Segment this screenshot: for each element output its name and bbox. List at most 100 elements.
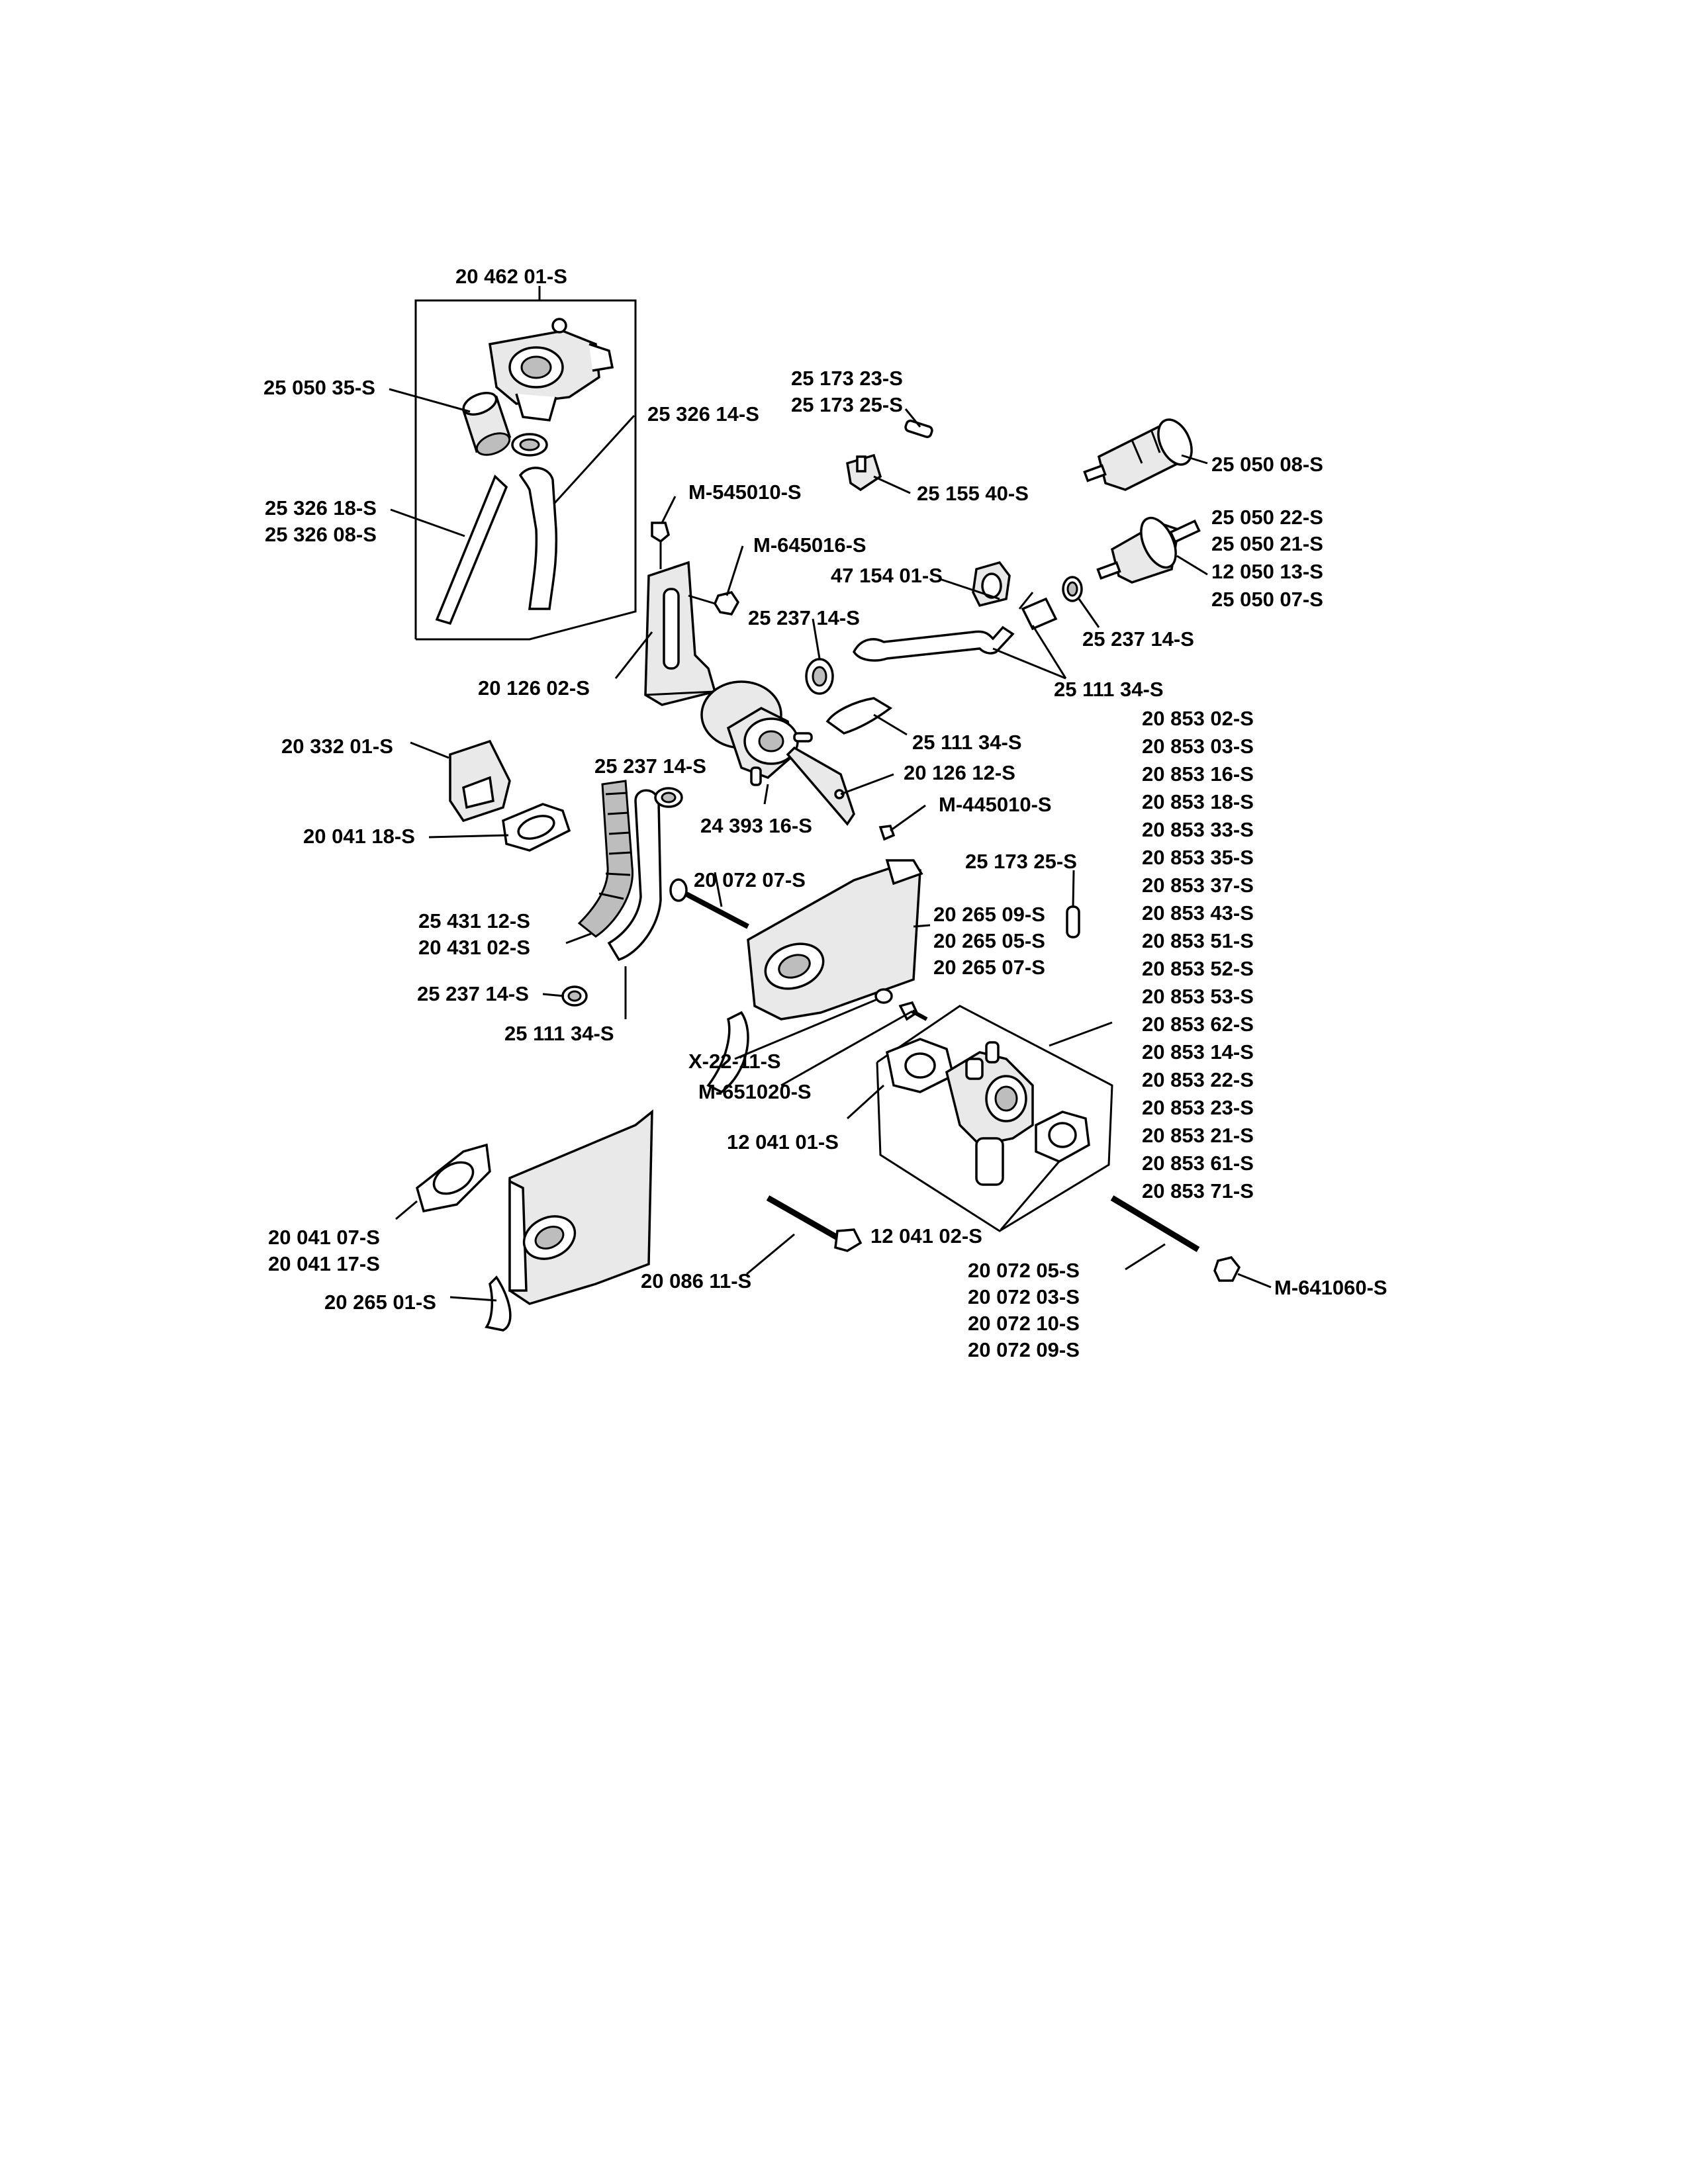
- label-breather-hose-b: 20 431 02-S: [418, 936, 530, 959]
- label-fuel-filter-alt-d: 25 050 07-S: [1211, 588, 1323, 611]
- label-fuel-pump: 24 393 16-S: [700, 814, 812, 837]
- fuel-valve-kit-frame: [414, 299, 637, 641]
- label-breather-hose-a: 25 431 12-S: [418, 909, 530, 933]
- screw-part: [651, 522, 670, 569]
- carb-list-item: 20 853 22-S: [1142, 1068, 1254, 1091]
- carb-list-item: 20 853 37-S: [1142, 874, 1254, 897]
- carb-list-item: 20 853 71-S: [1142, 1179, 1254, 1203]
- small-screw-part: [878, 825, 896, 841]
- label-hose-clip: 25 155 40-S: [917, 482, 1029, 505]
- label-nut: M-645016-S: [753, 533, 867, 557]
- carb-list-item: 20 853 02-S: [1142, 707, 1254, 730]
- label-hex-nut: M-641060-S: [1274, 1276, 1387, 1299]
- fuel-valve-part: [489, 318, 614, 422]
- label-tube-clamp: 47 154 01-S: [831, 564, 943, 587]
- long-bolt-part: [669, 878, 749, 929]
- label-fuel-filter-alt-a: 25 050 22-S: [1211, 506, 1323, 529]
- pump-bracket-part: [786, 746, 855, 826]
- stud-part: [1110, 1195, 1200, 1252]
- label-spring-pin-a: 25 173 23-S: [791, 367, 903, 390]
- gasket-carb-front-part: [885, 1038, 955, 1093]
- hose-segment-part: [1021, 597, 1058, 631]
- breather-hose-part: [577, 780, 634, 938]
- carb-list-item: 20 853 03-S: [1142, 735, 1254, 758]
- label-screw: M-545010-S: [688, 480, 802, 504]
- gasket-carb-rear-part: [1035, 1111, 1090, 1163]
- gasket-large-part: [415, 1143, 491, 1213]
- label-gasket-large-a: 20 041 07-S: [268, 1226, 380, 1249]
- label-gasket-large-b: 20 041 17-S: [268, 1252, 380, 1275]
- carb-list-item: 20 853 62-S: [1142, 1013, 1254, 1036]
- carburetor-part: [945, 1041, 1034, 1186]
- label-intake-adapter-a: 20 265 09-S: [933, 903, 1045, 926]
- label-fuel-line-short: 25 111 34-S: [912, 731, 1022, 754]
- carburetor-part-list: 20 853 02-S 20 853 03-S 20 853 16-S 20 8…: [1142, 707, 1254, 1203]
- spring-pin-part: [904, 420, 933, 438]
- fuel-line-short-part: [825, 697, 893, 735]
- carb-list-item: 20 853 21-S: [1142, 1124, 1254, 1147]
- label-intake-adapter-b: 20 265 05-S: [933, 929, 1045, 952]
- pump-clamp-part: [805, 658, 834, 695]
- fuel-screen-part: [461, 392, 512, 456]
- label-stud-b: 20 072 03-S: [968, 1285, 1080, 1308]
- carburetor-kit-frame: [876, 1005, 1113, 1232]
- label-fuel-line-straight-a: 25 326 18-S: [265, 496, 377, 520]
- carb-list-item: 20 853 35-S: [1142, 846, 1254, 869]
- label-fuel-screen: 25 050 35-S: [263, 376, 375, 399]
- heat-shield-part: [449, 739, 511, 823]
- label-small-screw: M-445010-S: [939, 793, 1052, 816]
- intake-adapter-part: [706, 859, 923, 1094]
- carb-list-item: 20 853 51-S: [1142, 929, 1254, 952]
- label-stud-c: 20 072 10-S: [968, 1312, 1080, 1335]
- carb-list-item: 20 853 23-S: [1142, 1096, 1254, 1119]
- hex-nut-part: [1213, 1256, 1241, 1282]
- label-clamp-3: 25 237 14-S: [594, 754, 706, 778]
- carb-list-item: 20 853 52-S: [1142, 957, 1254, 980]
- carb-list-item: 20 853 18-S: [1142, 790, 1254, 813]
- label-fuel-filter: 25 050 08-S: [1211, 453, 1323, 476]
- label-fuel-line-straight-b: 25 326 08-S: [265, 523, 377, 546]
- carb-list-item: 20 853 53-S: [1142, 985, 1254, 1008]
- fuel-line-curved-part: [518, 467, 558, 610]
- label-stud-d: 20 072 09-S: [968, 1338, 1080, 1361]
- tube-clamp-part: [972, 561, 1011, 608]
- hose-clamp-part: [1062, 576, 1083, 602]
- fuel-line-long-part: [852, 625, 1015, 662]
- fuel-filter-part: [1083, 418, 1193, 491]
- carb-list-item: 20 853 61-S: [1142, 1152, 1254, 1175]
- label-bracket: 20 126 02-S: [478, 676, 590, 700]
- label-fuel-filter-alt-c: 12 050 13-S: [1211, 560, 1323, 583]
- leader-lines: [389, 286, 1272, 1302]
- fuel-pump-part: [700, 680, 813, 786]
- label-gasket-carb-rear: 12 041 02-S: [870, 1224, 982, 1248]
- label-fuel-filter-alt-b: 25 050 21-S: [1211, 532, 1323, 555]
- label-fuel-line-mid: 25 111 34-S: [504, 1022, 614, 1045]
- carb-list-item: 20 853 16-S: [1142, 762, 1254, 786]
- label-fuel-line-curved: 25 326 14-S: [647, 402, 759, 426]
- carb-list-item: 20 853 14-S: [1142, 1040, 1254, 1064]
- bracket-part: [644, 561, 717, 706]
- carb-list-item: 20 853 43-S: [1142, 901, 1254, 925]
- label-washer: X-22-11-S: [688, 1050, 781, 1073]
- washer-part: [874, 988, 893, 1004]
- label-gasket-carb-front: 12 041 01-S: [727, 1130, 839, 1154]
- mid-clamp-part: [654, 787, 683, 808]
- label-long-bolt: 20 072 07-S: [694, 868, 806, 891]
- long-screw-part: [766, 1195, 863, 1252]
- nut-part: [688, 591, 740, 615]
- fuel-line-straight-part: [435, 474, 508, 625]
- label-fuel-valve-kit: 20 462 01-S: [455, 265, 567, 288]
- intake-adapter-alt-part: [485, 1109, 653, 1332]
- label-bolt: M-651020-S: [698, 1080, 812, 1103]
- carb-list-item: 20 853 33-S: [1142, 818, 1254, 841]
- label-stud-a: 20 072 05-S: [968, 1259, 1080, 1282]
- label-clamp-4: 25 237 14-S: [417, 982, 529, 1005]
- label-intake-adapter-c: 20 265 07-S: [933, 956, 1045, 979]
- label-pump-bracket: 20 126 12-S: [904, 761, 1015, 784]
- label-spring-pin-b: 25 173 25-S: [791, 393, 903, 416]
- label-gasket-small: 20 041 18-S: [303, 825, 415, 848]
- label-long-screw: 20 086 11-S: [641, 1269, 751, 1293]
- label-intake-adapter-alt: 20 265 01-S: [324, 1291, 436, 1314]
- label-fuel-line-long: 25 111 34-S: [1054, 678, 1164, 701]
